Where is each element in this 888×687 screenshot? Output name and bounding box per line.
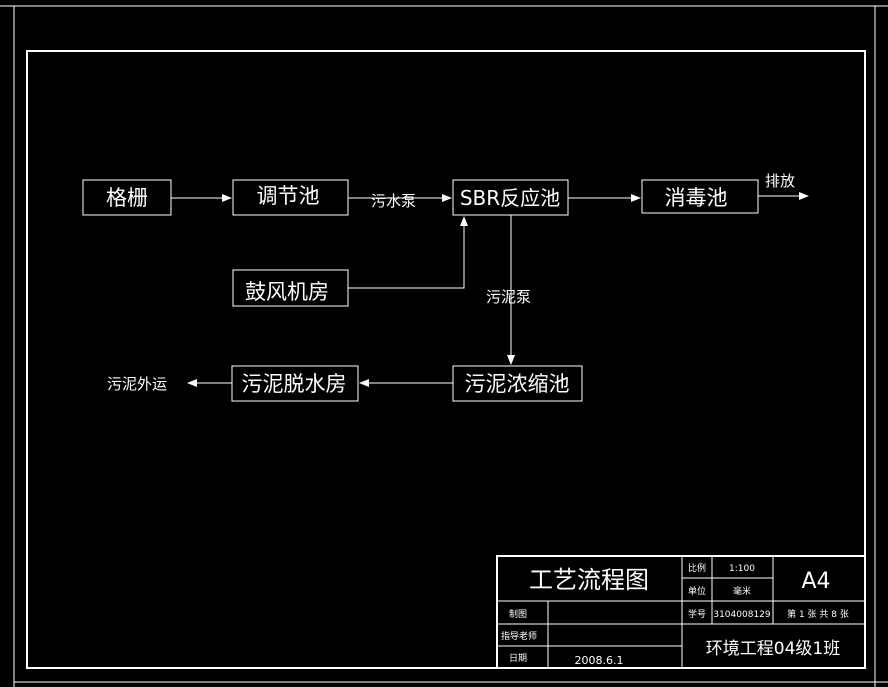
node-disinfection: 消毒池 (641, 179, 759, 214)
title-block-title: 工艺流程图 (529, 566, 649, 594)
node-equalization-label: 调节池 (257, 184, 320, 208)
title-block-scale-label: 比例 (688, 562, 706, 574)
node-thickener-label: 污泥浓缩池 (465, 372, 570, 396)
node-equalization: 调节池 (232, 179, 349, 216)
node-dewatering: 污泥脱水房 (231, 365, 359, 402)
drawing-frame (0, 5, 888, 687)
title-block-class: 环境工程04级1班 (706, 639, 840, 659)
title-block-sheet-info: 第 1 张 共 8 张 (787, 608, 849, 620)
title-block-advisor-label: 指导老师 (501, 630, 537, 642)
label-sewage-pump: 污水泵 (371, 192, 416, 210)
label-sludge-out: 污泥外运 (107, 375, 167, 393)
node-blower-label: 鼓风机房 (245, 280, 329, 304)
title-block-unit-label: 单位 (688, 585, 706, 597)
node-sbr: SBR反应池 (452, 179, 569, 216)
label-discharge: 排放 (765, 172, 795, 190)
node-screen-label: 格栅 (106, 186, 148, 210)
title-block-sheet-size: A4 (801, 569, 830, 594)
node-blower: 鼓风机房 (232, 269, 349, 307)
node-screen: 格栅 (82, 179, 172, 216)
node-disinfection-label: 消毒池 (665, 186, 728, 210)
title-block-date-label: 日期 (509, 653, 527, 664)
title-block-unit-value: 毫米 (733, 585, 751, 597)
title-block-scale-value: 1:100 (729, 564, 755, 574)
node-sbr-label: SBR反应池 (460, 186, 560, 210)
edge-blower-to-sbr (348, 216, 468, 289)
title-block-student-id: 3104008129 (713, 610, 771, 620)
label-sludge-pump: 污泥泵 (486, 288, 531, 306)
title-block-student-id-label: 学号 (688, 608, 706, 620)
node-thickener: 污泥浓缩池 (452, 365, 583, 402)
title-block (496, 555, 866, 669)
node-dewatering-label: 污泥脱水房 (242, 372, 347, 396)
title-block-drawn-label: 制图 (509, 608, 527, 620)
title-block-date: 2008.6.1 (575, 654, 624, 667)
